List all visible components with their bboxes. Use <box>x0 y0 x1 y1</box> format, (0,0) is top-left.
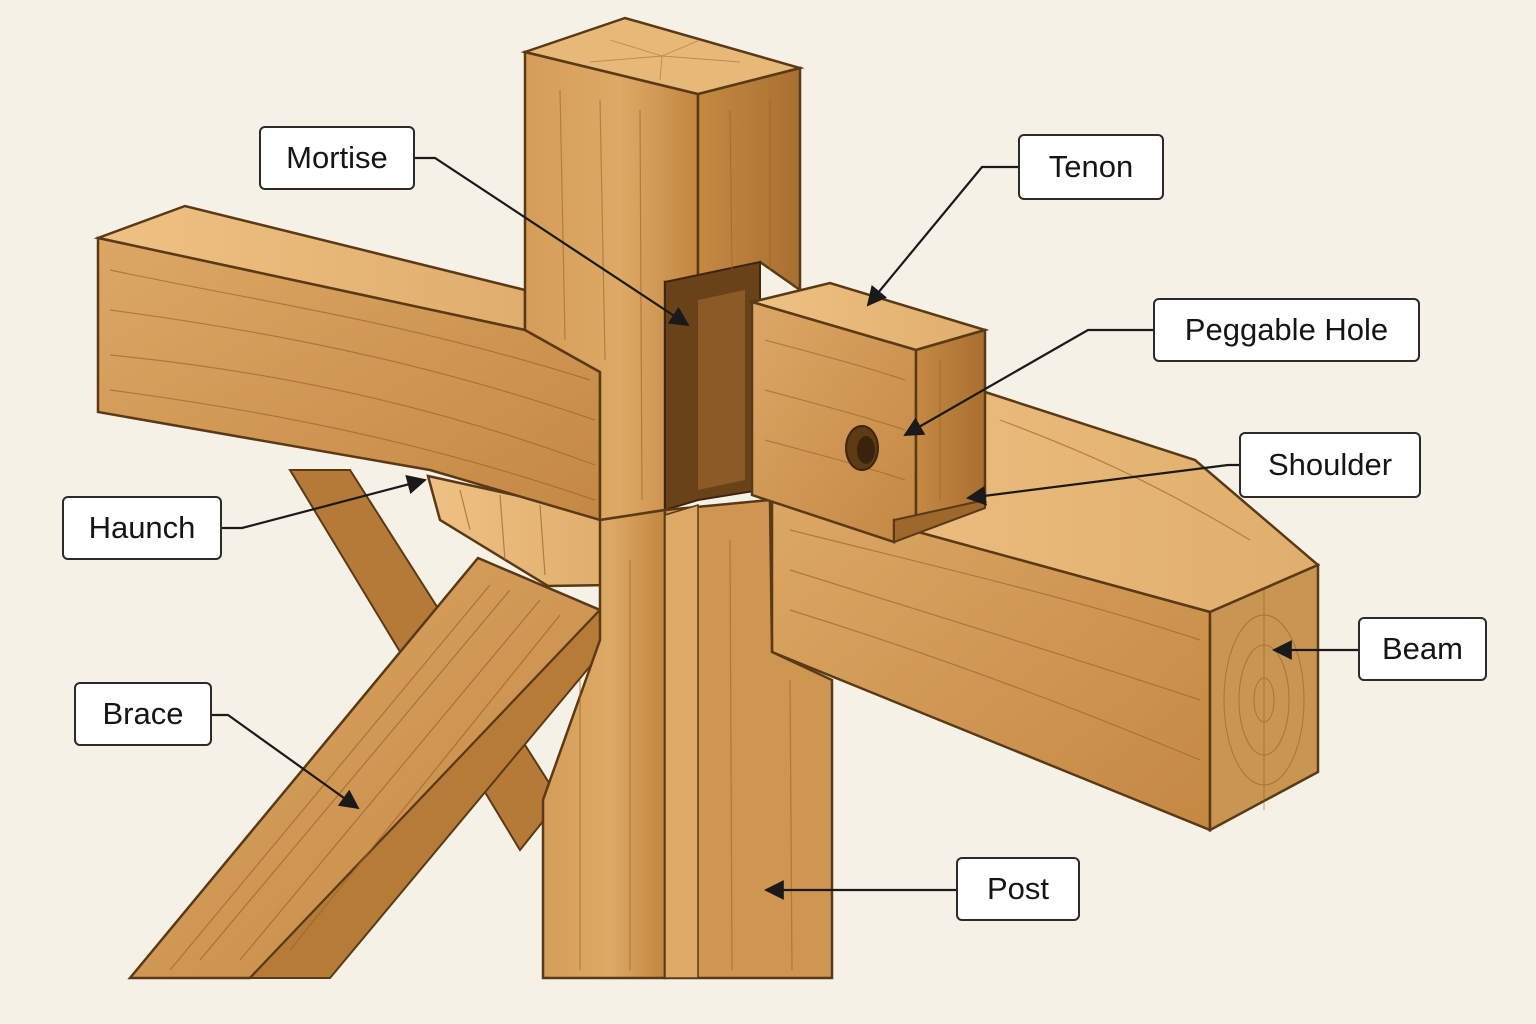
post-lower-chamfer <box>664 503 699 979</box>
leader-mortise <box>415 156 690 327</box>
label-beam[interactable]: Beam <box>1358 617 1487 681</box>
tenon-shoulder-step <box>893 498 986 544</box>
leader-tenon <box>866 165 1018 307</box>
label-tenon[interactable]: Tenon <box>1018 134 1164 200</box>
post-upper-side-face <box>696 66 802 293</box>
label-haunch[interactable]: Haunch <box>62 496 222 560</box>
peggable-hole-inner <box>857 436 875 464</box>
label-peggable-hole[interactable]: Peggable Hole <box>1153 298 1420 362</box>
tenon-side-face <box>914 328 987 522</box>
tenon-block <box>747 281 990 544</box>
label-post[interactable]: Post <box>956 857 1080 921</box>
label-brace[interactable]: Brace <box>74 682 212 746</box>
leader-haunch <box>222 474 427 530</box>
leader-lines <box>212 156 1358 900</box>
leader-brace <box>212 713 360 810</box>
label-mortise[interactable]: Mortise <box>259 126 415 190</box>
post-timber <box>520 16 834 980</box>
leader-shoulder <box>966 463 1239 506</box>
leader-peggable-hole <box>903 328 1153 436</box>
label-shoulder[interactable]: Shoulder <box>1239 432 1421 498</box>
mortise-inner-wall <box>698 290 745 490</box>
